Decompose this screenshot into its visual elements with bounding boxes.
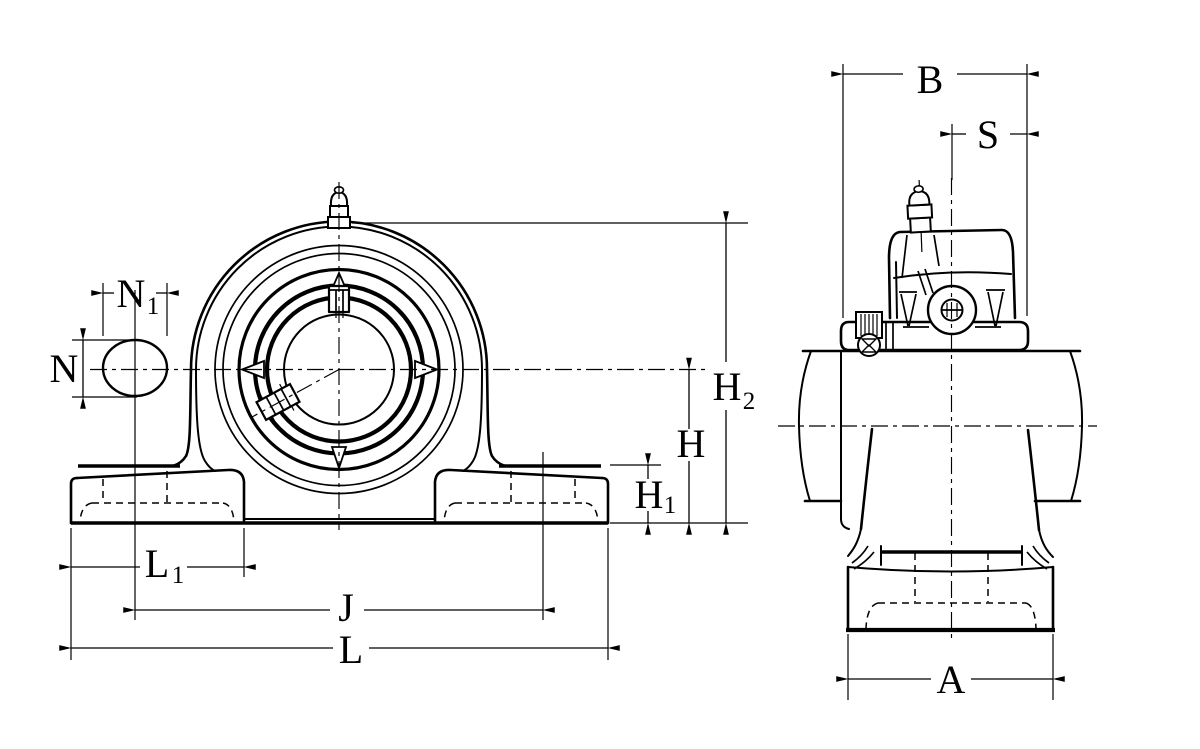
- dimension-h: H: [677, 357, 706, 535]
- label-H1: H: [635, 472, 664, 517]
- side-base: [846, 545, 1055, 633]
- label-A: A: [937, 657, 966, 702]
- set-screw-lower-left: [255, 382, 301, 422]
- dimension-n: N: [50, 328, 137, 409]
- label-H2: H: [713, 364, 742, 409]
- bearing-collar: [839, 320, 1030, 352]
- label-J: J: [338, 585, 354, 630]
- dimension-l1: L 1: [59, 528, 256, 660]
- dimension-s: S: [940, 112, 1039, 180]
- label-N: N: [50, 346, 79, 391]
- label-H2-sub: 2: [743, 388, 756, 415]
- label-S: S: [977, 112, 999, 157]
- pedestal-column: [840, 351, 1054, 570]
- label-H1-sub: 1: [664, 492, 677, 519]
- dimension-j: J: [123, 585, 555, 630]
- label-L1-sub: 1: [172, 562, 185, 589]
- dimension-h1: H 1: [610, 453, 677, 535]
- label-N1: N: [117, 271, 146, 316]
- label-H: H: [677, 421, 706, 466]
- dimension-l: L: [59, 528, 620, 672]
- label-L1: L: [145, 541, 169, 586]
- dimension-n1: N 1: [91, 271, 179, 336]
- label-B: B: [917, 57, 944, 102]
- grease-fitting-side: [906, 179, 934, 252]
- dimensions: B S N 1 N: [50, 57, 1065, 702]
- label-N1-sub: 1: [147, 293, 160, 320]
- side-view: [797, 179, 1084, 633]
- centerlines: [90, 178, 1097, 643]
- label-L: L: [339, 627, 363, 672]
- dimension-h2: H 2: [352, 211, 756, 535]
- dimension-a: A: [836, 634, 1065, 702]
- dimension-b: B: [831, 57, 1039, 318]
- set-screw-side: [855, 311, 883, 357]
